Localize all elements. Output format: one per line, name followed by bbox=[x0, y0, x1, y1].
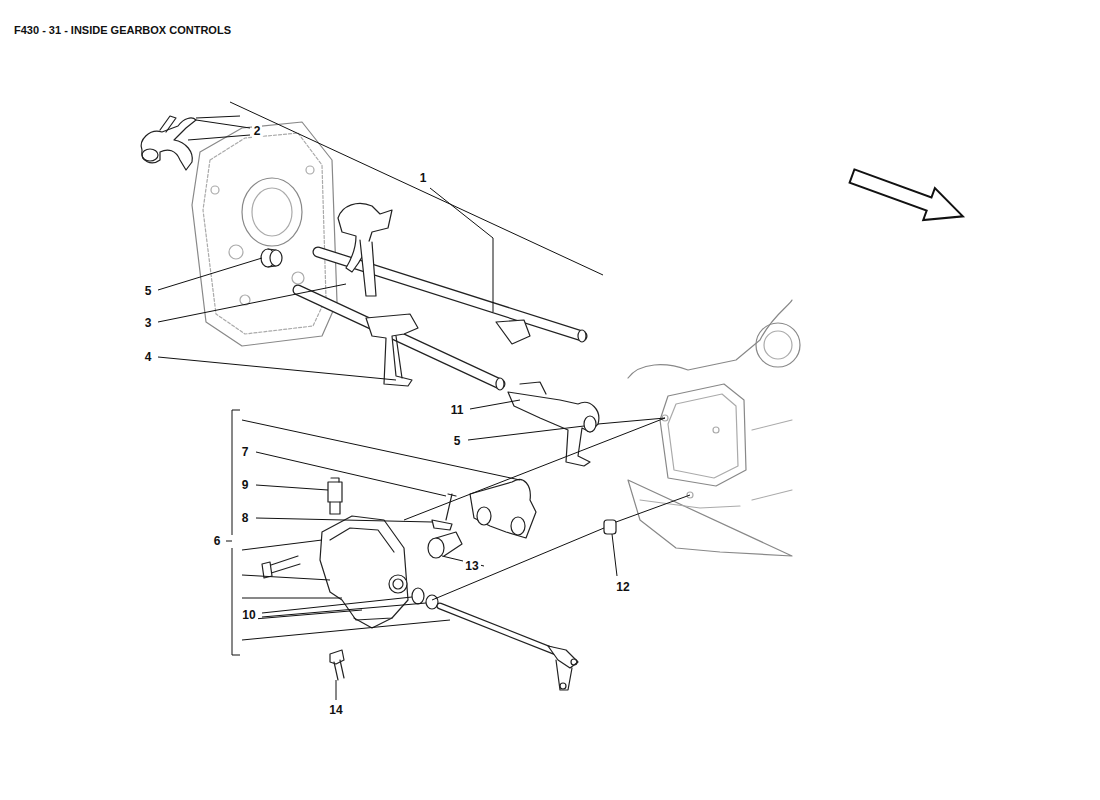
callout-number: 11 bbox=[449, 403, 466, 417]
callout-number: 5 bbox=[452, 434, 463, 448]
callout-number: 6 bbox=[212, 534, 223, 548]
callout-number: 5 bbox=[143, 284, 154, 298]
callout-number: 12 bbox=[614, 580, 631, 594]
callout-number: 14 bbox=[327, 703, 344, 717]
callout-number: 9 bbox=[240, 478, 251, 492]
callout-number: 3 bbox=[143, 316, 154, 330]
direction-arrow bbox=[846, 160, 969, 232]
callout-number: 10 bbox=[240, 608, 257, 622]
callout-number: 13 bbox=[463, 559, 480, 573]
callout-number: 8 bbox=[240, 511, 251, 525]
callout-number: 1 bbox=[418, 171, 429, 185]
diagram-title: F430 - 31 - INSIDE GEARBOX CONTROLS bbox=[14, 24, 231, 36]
callout-number: 4 bbox=[143, 350, 154, 364]
callout-number: 2 bbox=[252, 124, 263, 138]
callout-number: 7 bbox=[240, 445, 251, 459]
